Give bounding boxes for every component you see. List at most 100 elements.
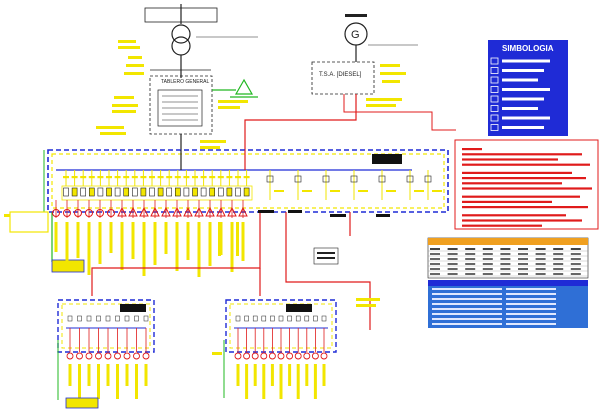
breaker-icon	[244, 315, 249, 322]
note-text-line	[462, 158, 558, 161]
ground-icon	[212, 78, 258, 98]
sub-panel-a-inner	[61, 303, 151, 349]
outlet-icon	[104, 352, 112, 360]
breaker-icon	[287, 315, 292, 322]
circuit-label-stub	[218, 222, 221, 256]
circuit-label-stub	[175, 222, 179, 271]
table-cell	[432, 313, 502, 315]
table-cell	[570, 273, 581, 275]
circuit-label-stub	[253, 364, 257, 386]
feeder-note-line	[317, 257, 335, 259]
outlet-icon	[311, 352, 319, 360]
circuit-label-stub	[120, 222, 124, 270]
breaker-icon	[175, 187, 181, 197]
circuit-label-stub	[65, 222, 69, 269]
note-stub	[112, 104, 138, 107]
left-notes	[96, 40, 144, 135]
outlet-icon	[243, 352, 251, 360]
table-cell	[500, 253, 511, 255]
legend-item-label	[502, 107, 538, 110]
table-cell	[432, 303, 502, 305]
table-cell	[535, 268, 546, 270]
note-text-line	[462, 163, 590, 166]
table-cell	[447, 263, 458, 265]
breaker-label-stub	[157, 176, 164, 179]
circuit-label-stub	[131, 222, 135, 259]
meter-box	[144, 7, 218, 23]
table-cell	[518, 268, 528, 270]
note-stub	[4, 214, 10, 217]
breaker-icon	[278, 315, 284, 322]
breaker-label-stub	[235, 176, 241, 179]
breaker-icon	[140, 187, 147, 197]
outlet-icon	[76, 352, 83, 360]
load-table-header	[428, 238, 588, 245]
breaker-icon	[243, 187, 250, 197]
table-cell	[447, 258, 458, 260]
breaker-icon	[105, 315, 111, 322]
transformer-secondary-icon	[171, 36, 191, 56]
breaker-icon	[67, 315, 73, 322]
circuit-table-header	[428, 280, 588, 286]
table-cell	[447, 268, 458, 270]
table-cell	[447, 248, 458, 250]
breaker-icon	[192, 187, 198, 197]
breaker-icon	[123, 187, 129, 197]
legend-symbol-icon	[490, 76, 499, 84]
breaker-label-stub	[114, 176, 121, 179]
circuit-label-stub	[197, 222, 201, 277]
generator-group: G T.S.A. [DIESEL]	[244, 14, 456, 150]
breaker-icon	[134, 315, 139, 322]
note-text-line	[462, 153, 582, 156]
tsa-feeder	[244, 94, 357, 150]
note-text-line	[462, 214, 566, 217]
legend-symbol-icon	[490, 67, 499, 74]
note-stub	[366, 98, 402, 101]
circuit-label-stub	[241, 222, 245, 261]
note-text-line	[462, 182, 562, 185]
legend-symbol-icon	[490, 114, 499, 122]
table-cell	[570, 268, 581, 270]
legend-item-label	[502, 88, 550, 91]
lamp-icon	[205, 206, 215, 217]
table-cell	[447, 273, 458, 275]
feeder-tag	[258, 210, 274, 213]
circuit-label-stub	[288, 364, 292, 386]
note-stub	[126, 64, 144, 67]
lamp-icon	[194, 206, 204, 217]
table-cell	[506, 323, 556, 325]
circuit-label-stub	[186, 222, 190, 260]
table-cell	[506, 293, 556, 295]
table-cell	[518, 253, 528, 255]
table-cell	[570, 263, 581, 265]
breaker-label-stub	[217, 176, 224, 179]
switchboard-inner	[157, 89, 203, 127]
note-text-line	[462, 224, 542, 227]
breaker-icon	[226, 187, 233, 197]
breaker-icon	[252, 315, 258, 322]
breaker-icon	[200, 187, 207, 197]
circuit-label-stub	[98, 222, 102, 264]
table-cell	[500, 248, 511, 250]
breaker-label-stub	[106, 176, 112, 179]
table-cell	[482, 258, 493, 260]
breaker-label-stub	[200, 176, 207, 179]
breaker-icon	[235, 187, 241, 197]
circuit-label-stub	[313, 364, 317, 399]
outlet-icon	[142, 352, 150, 360]
sub-panel-a	[57, 299, 155, 409]
table-cell	[570, 258, 581, 260]
circuit-label-stub	[262, 364, 266, 399]
symbology-legend: SIMBOLOGIA	[488, 40, 568, 136]
bus-frame-blue	[47, 149, 449, 213]
note-stub	[128, 56, 142, 59]
table-cell	[430, 258, 440, 260]
note-stub	[218, 100, 248, 103]
note-stub	[200, 146, 220, 149]
outlet-icon	[251, 352, 259, 360]
breaker-label-stub	[243, 176, 250, 179]
table-cell	[500, 263, 511, 265]
feeder-tag	[376, 214, 390, 217]
outlet-icon	[107, 209, 115, 217]
